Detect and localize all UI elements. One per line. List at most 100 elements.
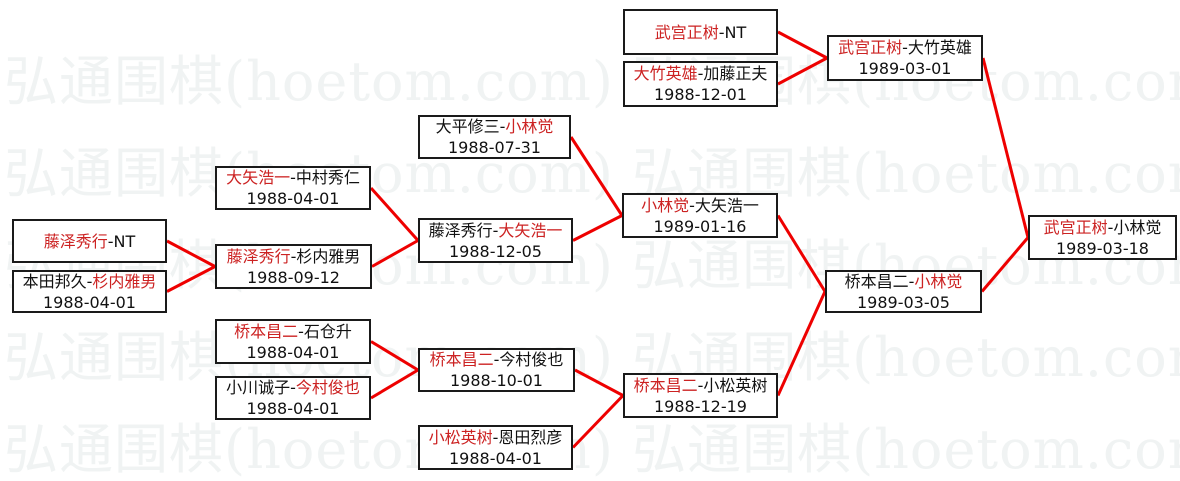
match-players: 大竹英雄-加藤正夫 (634, 63, 768, 84)
match-date: 1988-04-01 (246, 189, 340, 208)
match-players: 桥本昌二-小松英树 (634, 375, 768, 396)
opponent-name: -大竹英雄 (902, 38, 972, 57)
connector-line (980, 236, 1030, 293)
match-box: 武宫正树-大竹英雄 1989-03-01 (827, 35, 983, 81)
match-players: 本田邦久-杉内雅男 (23, 271, 157, 292)
match-box: 小林觉-大矢浩一 1989-01-16 (622, 193, 778, 238)
opponent-name: -NT (718, 22, 747, 42)
opponent-name: 桥本昌二- (844, 271, 915, 291)
winner-name: 大矢浩一 (498, 220, 563, 240)
connector-line (369, 186, 420, 242)
match-players: 武宫正树-小林觉 (1044, 217, 1162, 238)
connector-line (776, 214, 827, 293)
match-date: 1988-12-05 (449, 241, 542, 261)
connector-line (777, 56, 828, 86)
match-box: 武宫正树-小林觉 1989-03-18 (1028, 215, 1177, 260)
match-players: 小川诚子-今村俊也 (226, 377, 360, 398)
winner-name: 武宫正树 (654, 22, 719, 42)
match-date: 1988-07-31 (448, 138, 541, 157)
opponent-name: -中村秀仁 (290, 168, 360, 187)
match-players: 藤泽秀行-NT (44, 231, 136, 252)
connector-line (571, 394, 625, 449)
match-date: 1989-01-16 (653, 216, 747, 236)
opponent-name: 藤泽秀行- (428, 220, 499, 240)
winner-name: 武宫正树 (838, 38, 903, 57)
winner-name: 藤泽秀行 (226, 246, 291, 266)
match-box: 大平修三-小林觉 1988-07-31 (418, 115, 571, 159)
match-players: 藤泽秀行-大矢浩一 (429, 220, 563, 241)
match-box: 小川诚子-今村俊也 1988-04-01 (215, 376, 371, 420)
opponent-name: -小林觉 (1107, 217, 1162, 237)
winner-name: 大竹英雄 (633, 64, 698, 83)
connector-line (572, 214, 623, 242)
opponent-name: 本田邦久- (22, 271, 93, 291)
connector-line (981, 57, 1030, 238)
winner-name: 桥本昌二 (234, 321, 299, 341)
match-date: 1989-03-01 (858, 59, 952, 78)
winner-name: 桥本昌二 (633, 375, 698, 395)
connector-line (166, 265, 216, 293)
match-date: 1988-09-12 (247, 267, 340, 287)
connector-line (370, 340, 419, 372)
match-box: 藤泽秀行-杉内雅男 1988-09-12 (215, 244, 372, 289)
match-players: 武宫正树-大竹英雄 (838, 37, 972, 58)
connector-line (777, 30, 828, 60)
match-players: 小松英树-恩田烈彦 (429, 427, 563, 448)
match-box: 大竹英雄-加藤正夫 1988-12-01 (623, 61, 778, 107)
match-date: 1988-12-19 (654, 396, 747, 416)
opponent-name: 大平修三- (435, 117, 506, 136)
match-players: 小林觉-大矢浩一 (641, 195, 759, 216)
opponent-name: -杉内雅男 (290, 246, 361, 266)
winner-name: 大矢浩一 (226, 168, 291, 187)
match-players: 大平修三-小林觉 (436, 116, 554, 137)
match-players: 武宫正树-NT (655, 22, 747, 43)
match-date: 1988-04-01 (246, 342, 340, 362)
connector-line (166, 239, 216, 268)
match-box: 桥本昌二-小松英树 1988-12-19 (623, 373, 778, 418)
opponent-name: -今村俊也 (493, 350, 564, 369)
winner-name: 藤泽秀行 (43, 231, 108, 251)
match-date: 1988-04-01 (449, 448, 542, 468)
match-box: 藤泽秀行-大矢浩一 1988-12-05 (418, 218, 573, 263)
winner-name: 小林觉 (505, 117, 554, 136)
match-box: 小松英树-恩田烈彦 1988-04-01 (418, 425, 573, 470)
opponent-name: -加藤正夫 (697, 64, 768, 83)
match-box: 桥本昌二-石仓升 1988-04-01 (215, 319, 371, 364)
match-date: 1988-12-01 (654, 85, 747, 104)
match-box: 桥本昌二-今村俊也 1988-10-01 (418, 348, 575, 392)
match-date: 1989-03-05 (857, 292, 950, 312)
winner-name: 杉内雅男 (92, 271, 157, 291)
winner-name: 今村俊也 (295, 378, 360, 397)
match-box: 本田邦久-杉内雅男 1988-04-01 (12, 270, 167, 313)
winner-name: 小松英树 (428, 427, 493, 447)
winner-name: 小林觉 (641, 195, 690, 215)
connector-line (371, 239, 419, 268)
match-players: 大矢浩一-中村秀仁 (226, 167, 360, 188)
match-players: 桥本昌二-石仓升 (234, 321, 352, 342)
match-box: 大矢浩一-中村秀仁 1988-04-01 (215, 166, 371, 210)
opponent-name: -恩田烈彦 (492, 427, 563, 447)
match-players: 桥本昌二-今村俊也 (430, 349, 564, 370)
match-box: 桥本昌二-小林觉 1989-03-05 (825, 270, 982, 313)
connector-line (569, 136, 624, 217)
connector-line (370, 368, 419, 400)
match-date: 1988-04-01 (43, 292, 136, 312)
opponent-name: 小川诚子- (226, 378, 296, 397)
match-date: 1988-10-01 (450, 371, 543, 390)
opponent-name: -大矢浩一 (689, 195, 759, 215)
opponent-name: -石仓升 (298, 321, 352, 341)
connector-line (776, 290, 827, 397)
winner-name: 桥本昌二 (429, 350, 494, 369)
winner-name: 小林觉 (914, 271, 963, 291)
opponent-name: -NT (107, 231, 136, 251)
match-date: 1988-04-01 (246, 399, 340, 418)
opponent-name: -小松英树 (697, 375, 768, 395)
match-date: 1989-03-18 (1056, 238, 1149, 258)
winner-name: 武宫正树 (1043, 217, 1108, 237)
match-box: 藤泽秀行-NT (12, 219, 167, 263)
match-players: 藤泽秀行-杉内雅男 (227, 246, 361, 267)
match-box: 武宫正树-NT (623, 9, 778, 55)
